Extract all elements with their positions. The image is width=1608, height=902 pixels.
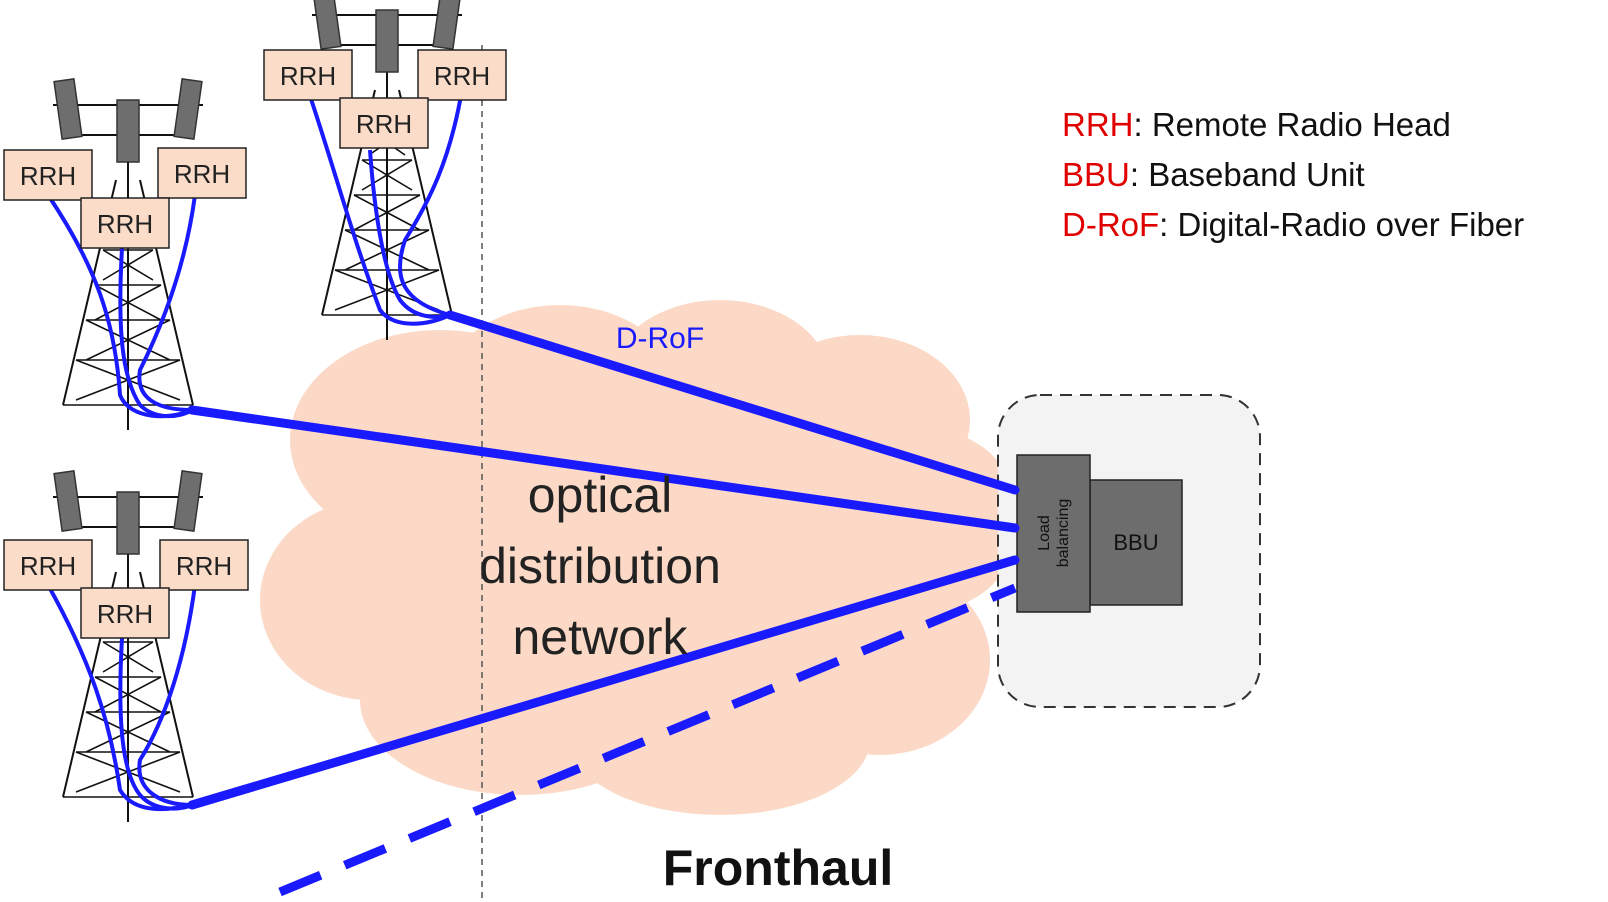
cloud-label-line3: network <box>512 609 688 665</box>
legend-term: RRH <box>1062 106 1134 143</box>
rrh-label: RRH <box>20 161 76 191</box>
bbu-box <box>1089 479 1183 606</box>
load-balancing-label-line2: balancing <box>1055 499 1072 568</box>
load-balancing-label-line1: Load <box>1036 515 1053 551</box>
legend-term: D-RoF <box>1062 206 1160 243</box>
legend-item-rrh: RRH: Remote Radio Head <box>1062 100 1524 150</box>
bbu-label: BBU <box>1113 530 1158 555</box>
legend-term: BBU <box>1062 156 1130 193</box>
rrh-group-bottom-left: RRH RRH RRH <box>3 539 249 639</box>
rrh-label: RRH <box>174 159 230 189</box>
bbu-pool: BBU Load balancing <box>997 394 1261 708</box>
legend-definition: : Baseband Unit <box>1129 156 1365 193</box>
cloud-label-line1: optical <box>528 467 673 523</box>
cloud-label-line2: distribution <box>479 538 721 594</box>
load-balancing-box <box>1016 454 1091 613</box>
rrh-label: RRH <box>280 61 336 91</box>
legend: RRH: Remote Radio Head BBU: Baseband Uni… <box>1062 100 1524 250</box>
tower-fibers <box>46 89 464 812</box>
rrh-label: RRH <box>97 209 153 239</box>
rrh-label: RRH <box>434 61 490 91</box>
rrh-group-top-center: RRH RRH RRH <box>263 49 507 149</box>
cloud-shape <box>260 300 1020 815</box>
legend-item-drof: D-RoF: Digital-Radio over Fiber <box>1062 200 1524 250</box>
drof-link-label: D-RoF <box>616 322 704 355</box>
legend-item-bbu: BBU: Baseband Unit <box>1062 150 1524 200</box>
drof-links <box>187 310 1020 810</box>
rrh-label: RRH <box>20 551 76 581</box>
legend-definition: : Remote Radio Head <box>1133 106 1451 143</box>
rrh-label: RRH <box>176 551 232 581</box>
rrh-group-top-left: RRH RRH RRH <box>3 147 247 249</box>
rrh-label: RRH <box>97 599 153 629</box>
legend-definition: : Digital-Radio over Fiber <box>1159 206 1525 243</box>
rrh-label: RRH <box>356 109 412 139</box>
dashed-fronthaul-link <box>278 583 1017 897</box>
fronthaul-label: Fronthaul <box>663 840 894 896</box>
